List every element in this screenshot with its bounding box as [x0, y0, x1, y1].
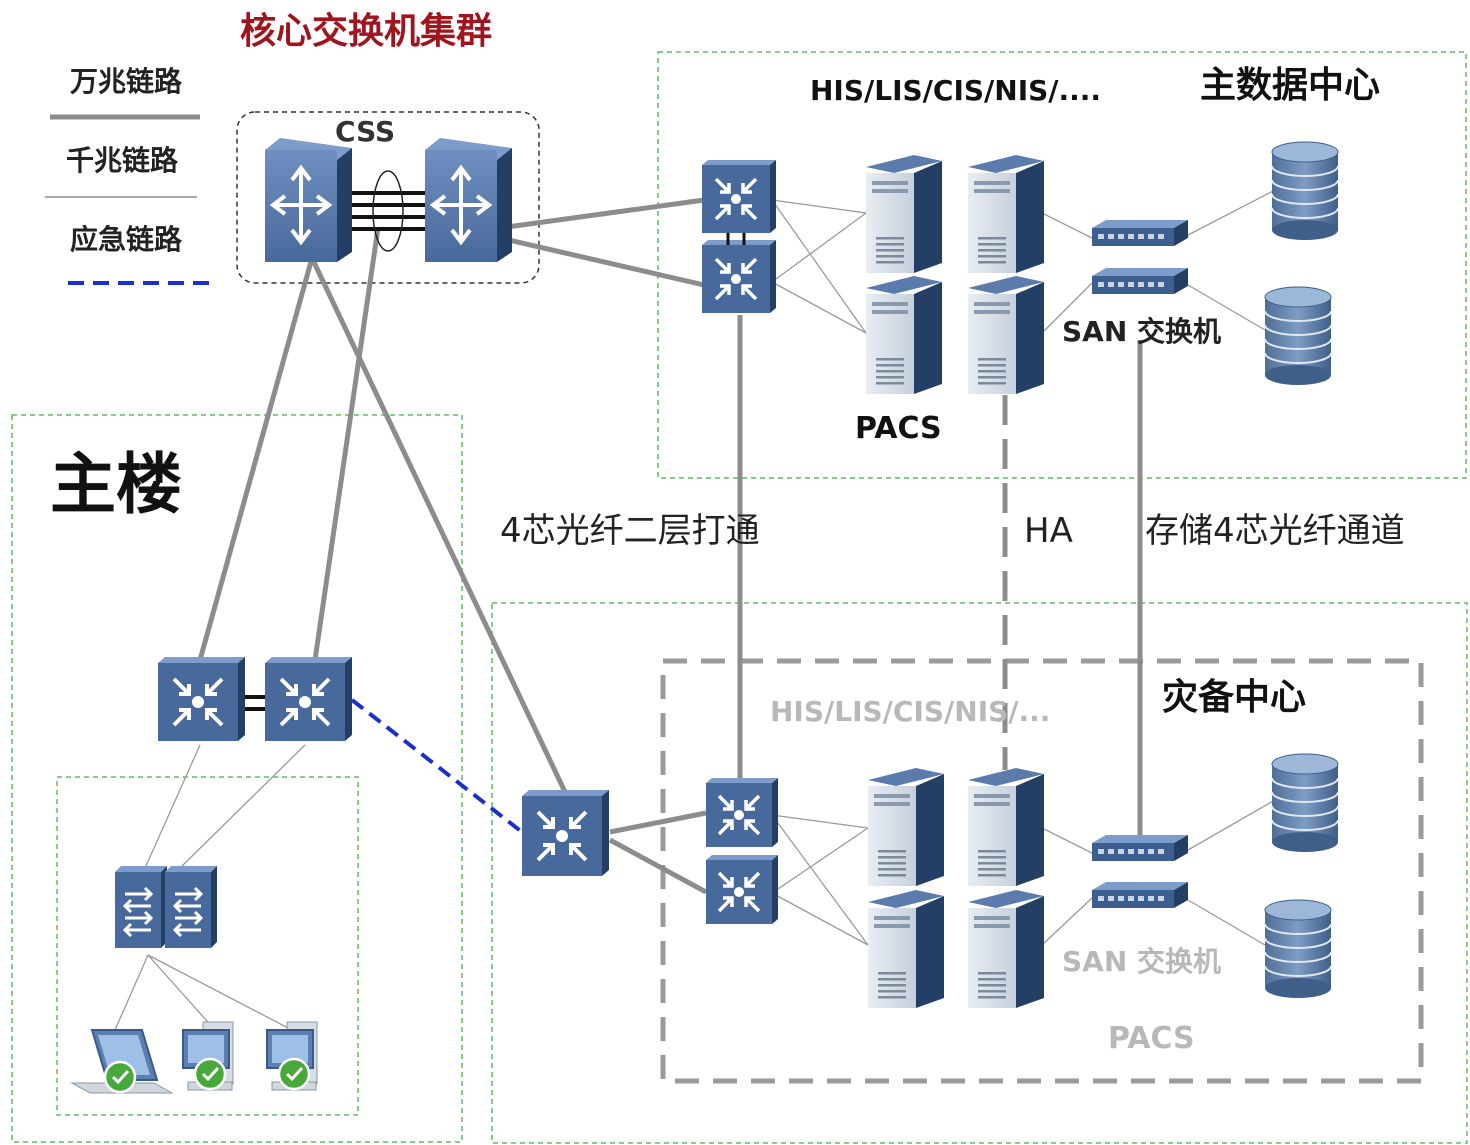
- main-dc-switch-bottom[interactable]: [702, 240, 776, 313]
- dr-dc-switch-top[interactable]: [706, 778, 778, 847]
- dr-dc-apps-label: HIS/LIS/CIS/NIS/...: [770, 695, 1051, 728]
- legend-label-10g: 万兆链路: [70, 65, 183, 98]
- access-switch-left[interactable]: [115, 866, 167, 948]
- dr-storage-1[interactable]: [1271, 753, 1339, 852]
- dr-server-2[interactable]: [868, 890, 944, 1008]
- desktop-terminal-icon-1[interactable]: [182, 1021, 234, 1091]
- main-dc-boundary: [657, 51, 1467, 479]
- main-building-boundary: [11, 414, 463, 1143]
- ten-gig-links: [197, 197, 1143, 895]
- dr-pacs-label: PACS: [1108, 1021, 1195, 1056]
- main-server-4[interactable]: [968, 276, 1044, 394]
- core-switch-left[interactable]: [265, 138, 352, 262]
- main-server-1[interactable]: [866, 155, 942, 273]
- laptop-terminal-icon[interactable]: [70, 1029, 174, 1094]
- main-storage-1[interactable]: [1271, 141, 1339, 240]
- storage-fiber-label: 存储4芯光纤通道: [1145, 511, 1405, 551]
- dr-core-switch[interactable]: [522, 790, 609, 876]
- dr-dc-title: 灾备中心: [1162, 677, 1307, 718]
- dr-san-switch-1[interactable]: [1092, 835, 1188, 861]
- main-dc-stack-links: [726, 233, 746, 245]
- main-dc-apps-label: HIS/LIS/CIS/NIS/....: [810, 74, 1102, 107]
- main-san-switch-1[interactable]: [1092, 220, 1188, 246]
- css-stack-links: [352, 191, 425, 231]
- gig-links: [114, 189, 1276, 1031]
- access-switch-right[interactable]: [165, 866, 217, 948]
- dr-server-3[interactable]: [968, 768, 1044, 886]
- dr-san-switch-label: SAN 交换机: [1062, 945, 1222, 978]
- main-san-switch-2[interactable]: [1092, 268, 1188, 294]
- legend-label-emergency: 应急链路: [70, 223, 183, 256]
- diagram-title: 核心交换机集群: [240, 11, 493, 52]
- core-cluster-boundary: [236, 111, 540, 284]
- legend-label-1g: 千兆链路: [66, 144, 179, 177]
- css-bundle-ring: [372, 170, 404, 252]
- fiber-link-label: 4芯光纤二层打通: [500, 511, 760, 551]
- main-san-switch-label: SAN 交换机: [1062, 315, 1222, 348]
- main-server-3[interactable]: [968, 155, 1044, 273]
- main-dc-switch-top[interactable]: [702, 160, 776, 233]
- building-switch-right[interactable]: [265, 657, 352, 741]
- dr-san-switch-2[interactable]: [1092, 882, 1188, 908]
- main-server-2[interactable]: [866, 276, 942, 394]
- main-storage-2[interactable]: [1264, 286, 1332, 385]
- dr-dc-switch-bottom[interactable]: [706, 855, 778, 924]
- building-stack-links: [245, 695, 265, 711]
- main-dc-title: 主数据中心: [1200, 65, 1381, 106]
- ha-label: HA: [1024, 511, 1073, 551]
- dr-server-4[interactable]: [968, 890, 1044, 1008]
- building-switch-left[interactable]: [158, 657, 245, 741]
- emergency-link: [350, 698, 524, 834]
- dr-site-boundary: [491, 602, 1468, 1144]
- dr-storage-2[interactable]: [1264, 899, 1332, 998]
- css-label: CSS: [335, 115, 396, 148]
- dr-server-1[interactable]: [868, 768, 944, 886]
- core-switch-right[interactable]: [425, 138, 512, 262]
- building-title: 主楼: [50, 446, 182, 523]
- desktop-terminal-icon-2[interactable]: [266, 1021, 318, 1091]
- access-area-boundary: [56, 776, 359, 1116]
- main-pacs-label: PACS: [855, 411, 942, 446]
